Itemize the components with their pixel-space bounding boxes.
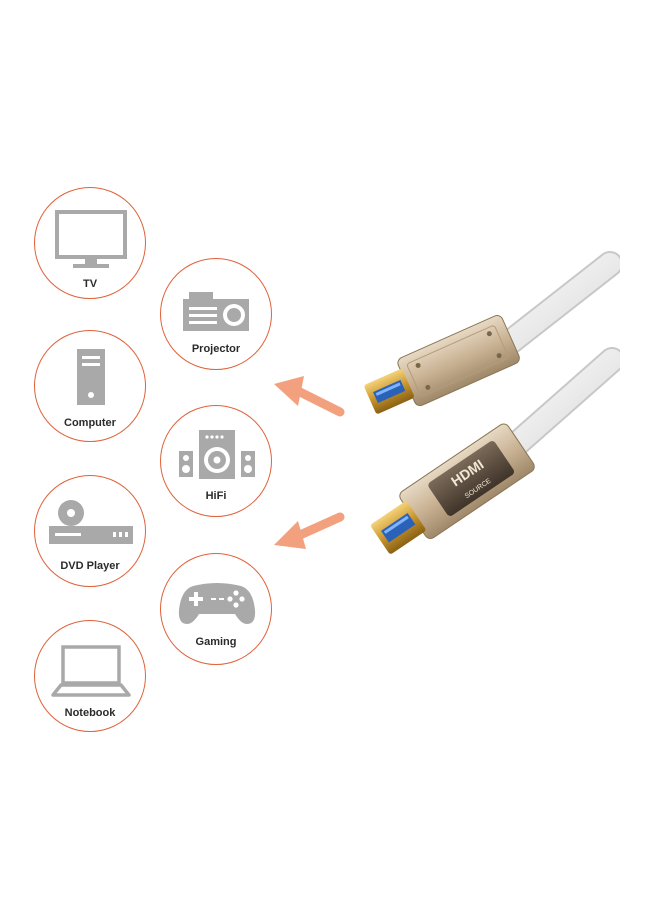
device-circle-dvd-player: DVD Player: [34, 475, 146, 587]
device-label-tv: TV: [82, 278, 98, 290]
device-circle-notebook: Notebook: [34, 620, 146, 732]
device-label-projector: Projector: [191, 343, 241, 355]
computer-tower-icon: [77, 349, 105, 405]
laptop-icon: [51, 645, 131, 697]
device-label-notebook: Notebook: [64, 707, 116, 719]
dvd-player-icon: [49, 500, 133, 544]
device-circle-gaming: Gaming: [160, 553, 272, 665]
arrow-left-upper-icon: [274, 376, 345, 417]
device-label-dvd-player: DVD Player: [60, 560, 120, 572]
device-label-computer: Computer: [64, 417, 116, 429]
hdmi-cable-image: HDMI SOURCE: [364, 251, 620, 554]
device-circle-tv: TV: [34, 187, 146, 299]
device-circle-hifi: HiFi: [160, 405, 272, 517]
hdmi-connector-lower: HDMI SOURCE: [371, 347, 620, 554]
projector-icon: [183, 292, 249, 331]
device-circle-projector: Projector: [160, 258, 272, 370]
hdmi-connector-upper: [364, 251, 620, 414]
hifi-speaker-icon: [179, 430, 255, 479]
device-circle-computer: Computer: [34, 330, 146, 442]
arrow-left-lower-icon: [274, 512, 345, 549]
device-label-gaming: Gaming: [195, 636, 237, 648]
gamepad-icon: [178, 583, 256, 624]
device-label-hifi: HiFi: [205, 490, 227, 502]
tv-icon: [55, 210, 127, 268]
